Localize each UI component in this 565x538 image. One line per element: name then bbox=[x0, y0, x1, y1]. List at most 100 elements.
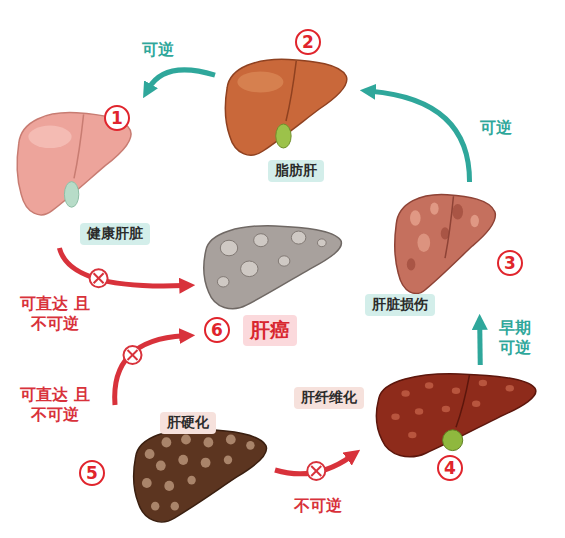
stage-number: 6 bbox=[204, 317, 230, 343]
blocked-ring bbox=[90, 269, 108, 287]
stage-label: 肝癌 bbox=[243, 315, 297, 346]
liver-detail bbox=[246, 441, 254, 450]
liver-detail bbox=[452, 204, 463, 220]
blocked-cross bbox=[311, 466, 321, 476]
liver-detail bbox=[401, 390, 409, 397]
edge-label: 可直达 且不可逆 bbox=[18, 385, 92, 425]
edge-label: 可直达 且不可逆 bbox=[18, 294, 92, 334]
liver-detail bbox=[408, 432, 416, 439]
blocked-cross bbox=[94, 273, 104, 283]
liver-detail bbox=[456, 375, 469, 427]
liver-detail bbox=[417, 233, 430, 252]
liver-detail bbox=[225, 59, 346, 155]
stage-node: 3 肝脏损伤 bbox=[362, 182, 530, 314]
stage-number: 1 bbox=[104, 105, 130, 131]
blocked-cross bbox=[311, 466, 321, 476]
liver-detail bbox=[220, 240, 237, 256]
stage-number: 5 bbox=[79, 460, 105, 486]
liver-detail bbox=[224, 455, 232, 464]
stage-number: 3 bbox=[497, 250, 523, 276]
liver-detail bbox=[254, 234, 268, 247]
liver-detail bbox=[134, 429, 267, 522]
liver-detail bbox=[506, 385, 514, 392]
liver-detail bbox=[276, 124, 291, 148]
blocked-cross bbox=[128, 350, 138, 360]
liver-detail bbox=[237, 72, 283, 93]
liver-detail bbox=[178, 455, 188, 465]
progress-arrow bbox=[477, 325, 483, 365]
liver-detail bbox=[217, 277, 229, 287]
liver-detail bbox=[395, 194, 496, 293]
blocked-symbol bbox=[307, 462, 325, 480]
liver-detail bbox=[291, 231, 306, 244]
stage-label: 肝纤维化 bbox=[294, 387, 364, 409]
blocked-ring bbox=[124, 346, 142, 364]
edge-label: 可逆 bbox=[478, 118, 514, 138]
liver-detail bbox=[241, 261, 258, 277]
liver-detail bbox=[151, 502, 159, 511]
liver-detail bbox=[226, 434, 236, 444]
edge-label: 早期 可逆 bbox=[495, 318, 536, 358]
liver-detail bbox=[286, 61, 296, 121]
liver-detail bbox=[443, 430, 463, 451]
stage-label: 脂肪肝 bbox=[268, 160, 324, 182]
liver-detail bbox=[317, 239, 326, 247]
liver-detail bbox=[472, 401, 480, 408]
stage-node: 5 肝硬化 bbox=[75, 405, 275, 535]
liver-detail bbox=[28, 126, 71, 148]
liver-detail bbox=[204, 226, 342, 309]
liver-detail bbox=[391, 414, 399, 421]
progress-arrow bbox=[149, 70, 215, 89]
liver-detail bbox=[377, 374, 536, 457]
liver-detail bbox=[278, 256, 290, 266]
blocked-symbol bbox=[90, 269, 108, 287]
liver-detail bbox=[171, 502, 179, 511]
liver-detail bbox=[204, 226, 342, 309]
liver-detail bbox=[181, 434, 191, 444]
stage-number: 2 bbox=[295, 29, 321, 55]
stage-label: 肝脏损伤 bbox=[365, 294, 435, 316]
liver-detail bbox=[142, 478, 152, 488]
liver-detail bbox=[407, 258, 415, 270]
liver-detail bbox=[204, 437, 214, 447]
liver-detail bbox=[145, 449, 155, 459]
liver-detail bbox=[410, 210, 421, 226]
stage-number: 4 bbox=[437, 455, 463, 481]
stage-label: 肝硬化 bbox=[160, 412, 216, 434]
liver-detail bbox=[164, 481, 174, 491]
liver-detail bbox=[201, 458, 211, 468]
progress-arrow bbox=[115, 336, 184, 405]
liver-detail bbox=[395, 194, 496, 293]
stage-node: 2 脂肪肝 bbox=[215, 28, 360, 180]
edge-label: 可逆 bbox=[140, 40, 176, 60]
blocked-cross bbox=[128, 350, 138, 360]
stage-node: 1健康肝脏 bbox=[12, 98, 170, 248]
stage-node: 6 肝癌 bbox=[195, 215, 350, 350]
liver-detail bbox=[134, 429, 267, 522]
liver-detail bbox=[415, 408, 423, 415]
progress-arrow bbox=[371, 91, 470, 182]
liver-detail bbox=[156, 461, 166, 471]
liver-detail bbox=[64, 182, 78, 208]
liver-detail bbox=[225, 59, 346, 155]
progress-arrow bbox=[59, 248, 184, 286]
liver-detail bbox=[430, 202, 438, 214]
stage-node: 4肝纤维化 bbox=[360, 365, 545, 483]
edge-label: 不可逆 bbox=[292, 496, 344, 516]
blocked-ring bbox=[307, 462, 325, 480]
liver-detail bbox=[425, 382, 433, 389]
blocked-cross bbox=[94, 273, 104, 283]
liver-detail bbox=[187, 476, 195, 485]
liver-detail bbox=[445, 196, 453, 258]
liver-detail bbox=[162, 437, 172, 447]
liver-detail bbox=[479, 380, 487, 387]
blocked-symbol bbox=[124, 346, 142, 364]
liver-detail bbox=[452, 388, 460, 395]
liver-detail bbox=[470, 215, 478, 227]
liver-detail bbox=[377, 374, 536, 457]
liver-detail bbox=[442, 406, 450, 413]
liver-detail bbox=[74, 114, 84, 178]
